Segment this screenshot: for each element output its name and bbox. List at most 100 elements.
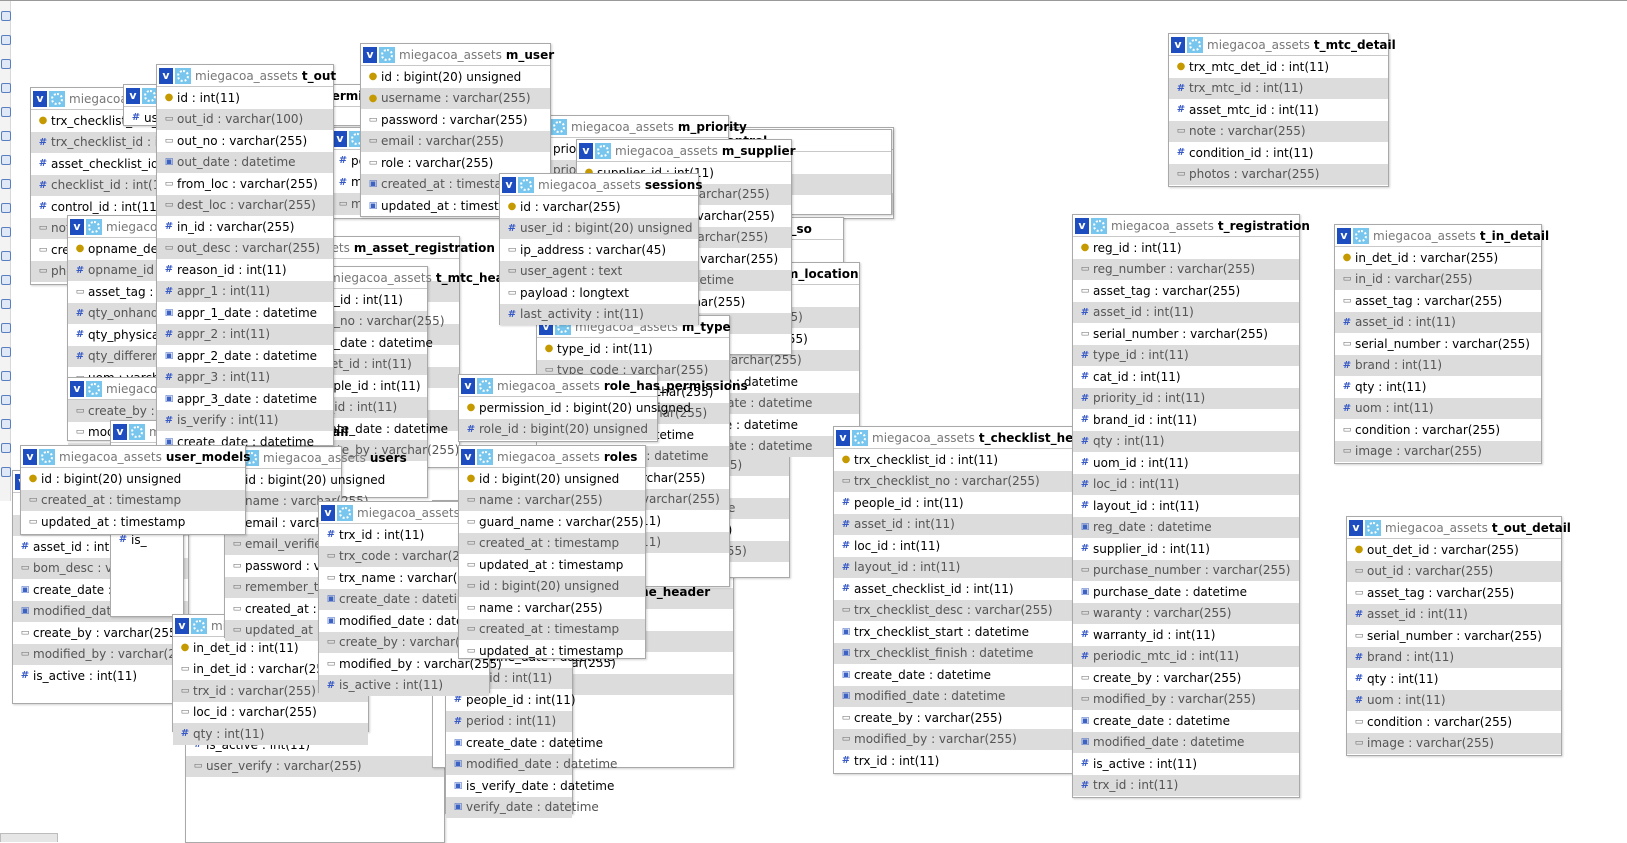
column-row[interactable]: ●permission_id : bigint(20) unsigned xyxy=(459,397,691,419)
column-row[interactable]: ▣appr_1_date : datetime xyxy=(157,302,333,324)
column-row[interactable]: #loc_id : int(11) xyxy=(834,535,1084,557)
column-row[interactable]: ▭created_at : timestamp xyxy=(459,618,645,640)
column-row[interactable]: ▭trx_name : varchar(255) xyxy=(319,567,489,589)
collapse-toggle-icon[interactable]: v xyxy=(836,429,850,446)
column-row[interactable]: ▭trx_code : varchar(255) xyxy=(319,545,489,567)
toolbar-icon-13[interactable] xyxy=(1,299,11,309)
column-row[interactable]: ●out_det_id : varchar(255) xyxy=(1347,539,1561,561)
collapse-toggle-icon[interactable]: v xyxy=(363,46,377,63)
column-row[interactable]: ●id : varchar(255) xyxy=(500,196,698,218)
column-row[interactable]: #asset_id : int(11) xyxy=(13,536,188,558)
toolbar-icon-12[interactable] xyxy=(1,275,11,285)
column-row[interactable]: ▣create_date : datetime xyxy=(1073,710,1299,732)
column-row[interactable]: ▭create_by : varchar(255) xyxy=(834,707,1084,729)
collapse-toggle-icon[interactable]: v xyxy=(70,218,84,235)
column-row[interactable]: #role_id : bigint(20) unsigned xyxy=(459,418,657,440)
column-row[interactable]: #asset_mtc_id : int(11) xyxy=(1169,99,1388,121)
column-row[interactable]: #asset_id : int(11) xyxy=(1347,603,1561,625)
column-row[interactable]: ●trx_checklist_id : int(11) xyxy=(834,449,1084,471)
column-row[interactable]: ▣out_date : datetime xyxy=(157,151,333,173)
gear-icon[interactable] xyxy=(39,448,55,465)
column-row[interactable]: ▭name : varchar(255) xyxy=(459,597,645,619)
column-row[interactable]: ▭user_agent : text xyxy=(500,260,698,282)
column-row[interactable]: ▣verify_date : datetime xyxy=(446,796,599,818)
column-row[interactable]: #appr_3 : int(11) xyxy=(157,366,333,388)
gear-icon[interactable] xyxy=(49,90,65,107)
collapse-toggle-icon[interactable]: v xyxy=(23,448,37,465)
column-row[interactable]: #people_id : int(11) xyxy=(834,492,1084,514)
column-row[interactable]: ●username : varchar(255) xyxy=(361,87,550,109)
column-row[interactable]: ▭updated_at : timestamp xyxy=(21,511,245,533)
column-row[interactable]: #trx_id : int(11) xyxy=(319,524,489,546)
column-row[interactable]: #asset_id : int(11) xyxy=(834,513,1084,535)
column-row[interactable]: ▭reg_number : varchar(255) xyxy=(1073,258,1299,280)
column-row[interactable]: #condition_id : int(11) xyxy=(1169,142,1388,164)
column-row[interactable]: #asset_checklist_id : int(11) xyxy=(834,578,1084,600)
collapse-toggle-icon[interactable]: v xyxy=(1337,227,1351,244)
collapse-toggle-icon[interactable]: v xyxy=(33,90,47,107)
column-row[interactable]: #trx_id : int(11) xyxy=(834,750,1084,772)
column-row[interactable]: #qty : int(11) xyxy=(1073,430,1299,452)
column-row[interactable]: ▣modified_date : datetime xyxy=(319,610,491,632)
gear-icon[interactable] xyxy=(337,504,353,521)
column-row[interactable]: ▭user_verify : varchar(255) xyxy=(186,755,444,777)
column-row[interactable]: #layout_id : int(11) xyxy=(1073,495,1299,517)
gear-icon[interactable] xyxy=(129,423,145,440)
column-row[interactable]: ▭modified_by : varchar(255) xyxy=(13,643,196,665)
column-row[interactable]: #qty : int(11) xyxy=(1347,668,1561,690)
column-row[interactable]: ▭created_at : timestamp xyxy=(21,489,245,511)
column-row[interactable]: #last_activity : int(11) xyxy=(500,303,698,325)
column-row[interactable]: #qty : int(11) xyxy=(173,723,368,745)
column-row[interactable]: ▭trx_checklist_no : varchar(255) xyxy=(834,470,1084,492)
column-row[interactable]: ▣appr_2_date : datetime xyxy=(157,345,333,367)
gear-icon[interactable] xyxy=(142,87,158,104)
toolbar-icon-19[interactable] xyxy=(1,443,11,453)
gear-icon[interactable] xyxy=(175,67,191,84)
toolbar-icon-7[interactable] xyxy=(1,155,11,165)
column-row[interactable]: ▭create_by : varchar(255) xyxy=(319,631,489,653)
column-row[interactable]: ▭updated_at : timestamp xyxy=(459,640,645,662)
column-row[interactable]: ●in_det_id : int(11) xyxy=(173,637,368,659)
column-row[interactable]: ●trx_mtc_det_id : int(11) xyxy=(1169,56,1388,78)
gear-icon[interactable] xyxy=(86,380,102,397)
toolbar-icon-8[interactable] xyxy=(1,179,11,189)
gear-icon[interactable] xyxy=(1353,227,1369,244)
column-row[interactable]: ●in_det_id : varchar(255) xyxy=(1335,247,1541,269)
column-row[interactable]: ▭create_by : varchar(255) xyxy=(13,622,188,644)
canvas-resize-handle[interactable] xyxy=(0,833,58,842)
collapse-toggle-icon[interactable]: v xyxy=(159,67,173,84)
column-row[interactable]: ●type_id : int(11) xyxy=(537,338,729,360)
column-row[interactable]: #loc_id : int(11) xyxy=(1073,473,1299,495)
column-row[interactable]: #priority_id : int(11) xyxy=(1073,387,1299,409)
column-row[interactable]: #is_active : int(11) xyxy=(1073,753,1299,775)
column-row[interactable]: ▭waranty : varchar(255) xyxy=(1073,602,1299,624)
column-row[interactable]: ▭image : varchar(255) xyxy=(1347,732,1561,754)
column-row[interactable]: #asset_id : int(11) xyxy=(1335,311,1541,333)
collapse-toggle-icon[interactable]: v xyxy=(1171,36,1185,53)
gear-icon[interactable] xyxy=(243,449,259,466)
gear-icon[interactable] xyxy=(1365,519,1381,536)
column-row[interactable]: ▭serial_number : varchar(255) xyxy=(1073,323,1299,345)
column-row[interactable]: #brand : int(11) xyxy=(1335,354,1541,376)
column-row[interactable]: ▣is_verify_date : datetime xyxy=(446,775,615,797)
column-row[interactable]: ▭guard_name : varchar(255) xyxy=(459,511,645,533)
gear-icon[interactable] xyxy=(852,429,868,446)
column-row[interactable]: #uom : int(11) xyxy=(1335,397,1541,419)
gear-icon[interactable] xyxy=(477,448,493,465)
column-row[interactable]: #checklist_id : int(11) xyxy=(31,174,181,196)
column-row[interactable]: ▣modified_date : datetime xyxy=(834,685,1084,707)
